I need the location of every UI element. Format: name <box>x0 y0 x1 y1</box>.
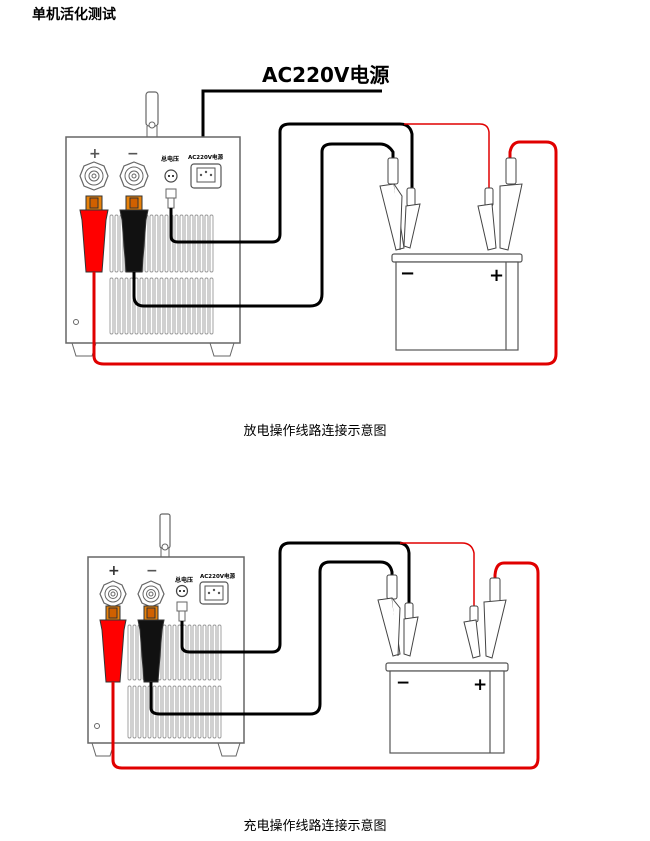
vent-slot <box>132 624 137 681</box>
vent-slot <box>217 685 222 739</box>
handle-icon <box>159 513 171 557</box>
battery-negative-label: − <box>400 263 415 284</box>
discharge-diagram: AC220V电源 + − 总电压 AC220V电源 <box>65 63 558 366</box>
vent-slot <box>132 685 137 739</box>
vent-slot <box>202 685 207 739</box>
ac-socket-icon <box>190 163 222 189</box>
battery-positive-label: + <box>489 265 504 286</box>
vent-slot <box>164 214 169 273</box>
battery-negative-label: − <box>396 673 410 693</box>
black-connector-icon <box>137 605 165 683</box>
vent-slot <box>182 685 187 739</box>
vent-slot <box>149 214 154 273</box>
vent-slot <box>109 214 114 273</box>
voltage-port-label: 总电压 <box>161 155 179 163</box>
vent-slot <box>162 624 167 681</box>
vent-slot <box>167 685 172 739</box>
negative-terminal-icon <box>119 161 149 191</box>
voltage-sense-wire <box>180 541 411 654</box>
vent-slot <box>129 277 134 335</box>
charge-caption: 充电操作线路连接示意图 <box>243 819 387 834</box>
negative-terminal-icon <box>137 580 165 608</box>
battery-negative-clamp-icon <box>379 157 421 251</box>
voltage-port-label: 总电压 <box>175 576 193 584</box>
positive-terminal-icon <box>99 580 127 608</box>
vent-slot <box>127 624 132 681</box>
ac-socket-icon <box>199 581 229 605</box>
black-connector-icon <box>119 195 149 273</box>
vent-slot <box>124 277 129 335</box>
vent-slot <box>142 685 147 739</box>
vent-slot <box>177 624 182 681</box>
battery-positive-clamp-icon <box>463 577 507 659</box>
vent-slot <box>159 214 164 273</box>
voltage-sense-wire <box>169 122 414 244</box>
vent-slot <box>114 277 119 335</box>
voltage-sense-red-wire <box>404 123 490 188</box>
ac-power-label: AC220V电源 <box>262 63 389 87</box>
handle-icon <box>145 91 159 137</box>
vent-slot <box>177 685 182 739</box>
negative-terminal-label: − <box>146 563 158 579</box>
red-connector-icon <box>99 605 127 683</box>
battery-icon <box>385 662 509 754</box>
vent-slot <box>154 214 159 273</box>
negative-terminal-label: − <box>127 146 139 162</box>
positive-cable <box>92 140 558 366</box>
negative-cable <box>149 560 394 716</box>
charge-diagram: + − 总电压 AC220V电源 <box>87 513 540 770</box>
vent-slot <box>172 685 177 739</box>
vent-slot <box>127 685 132 739</box>
vent-slot <box>119 277 124 335</box>
vent-slot <box>109 277 114 335</box>
vent-slot <box>114 214 119 273</box>
vent-slot <box>172 624 177 681</box>
positive-terminal-label: + <box>108 563 120 579</box>
vent-slot <box>167 624 172 681</box>
vent-slot <box>212 685 217 739</box>
positive-terminal-icon <box>79 161 109 191</box>
vent-slot <box>137 685 142 739</box>
voltage-port-icon <box>175 584 189 622</box>
ac-port-label: AC220V电源 <box>188 153 224 161</box>
vent-slot <box>187 685 192 739</box>
ac-port-label: AC220V电源 <box>200 572 236 580</box>
battery-negative-clamp-icon <box>377 574 419 657</box>
vent-slot <box>207 685 212 739</box>
vent-slot <box>197 685 202 739</box>
positive-terminal-label: + <box>89 146 101 162</box>
battery-icon <box>391 253 523 351</box>
vent-slot <box>192 685 197 739</box>
negative-cable <box>132 142 395 308</box>
battery-positive-clamp-icon <box>477 157 523 251</box>
ac-power-wire <box>201 89 382 157</box>
vent-slot <box>157 685 162 739</box>
vent-slot <box>162 685 167 739</box>
discharge-caption: 放电操作线路连接示意图 <box>243 424 387 439</box>
voltage-sense-red-wire <box>400 542 475 608</box>
red-connector-icon <box>79 195 109 273</box>
page-title: 单机活化测试 <box>32 7 116 23</box>
battery-positive-label: + <box>473 675 487 695</box>
positive-cable <box>111 561 540 770</box>
